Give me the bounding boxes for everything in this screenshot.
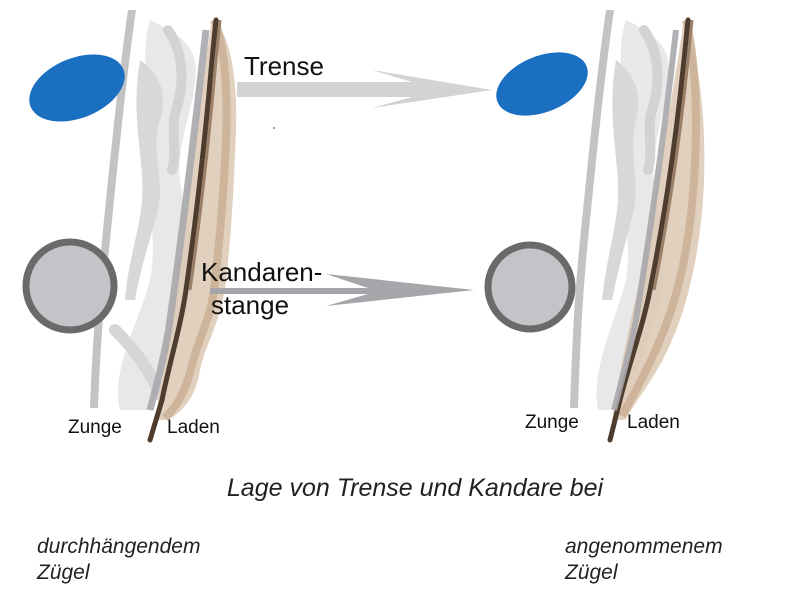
left-kandare-bit [26,242,114,330]
right-mouth-illustration [487,10,704,440]
caption-left: durchhängendem Zügel [37,534,200,586]
label-kandarenstange-line2: stange [211,290,289,320]
caption-left-line2: Zügel [37,560,200,586]
left-mouth-illustration [19,10,236,440]
caption-main: Lage von Trense und Kandare bei [0,474,785,503]
label-left-zunge: Zunge [68,417,122,438]
caption-right-line1: angenommenem [565,534,723,560]
caption-left-line1: durchhängendem [37,534,200,560]
right-kandare-bit [488,245,572,329]
caption-right: angenommenem Zügel [565,534,723,586]
bit-position-diagram: Trense Kandaren- stange Zunge Laden Zung… [0,0,785,470]
label-kandarenstange-line1: Kandaren- [201,257,322,287]
right-trense-bit [487,40,597,128]
label-right-zunge: Zunge [525,412,579,433]
label-left-laden: Laden [167,417,220,438]
label-right-laden: Laden [627,412,680,433]
stray-dot [273,127,275,129]
label-trense: Trense [244,51,324,81]
caption-right-line2: Zügel [565,560,723,586]
